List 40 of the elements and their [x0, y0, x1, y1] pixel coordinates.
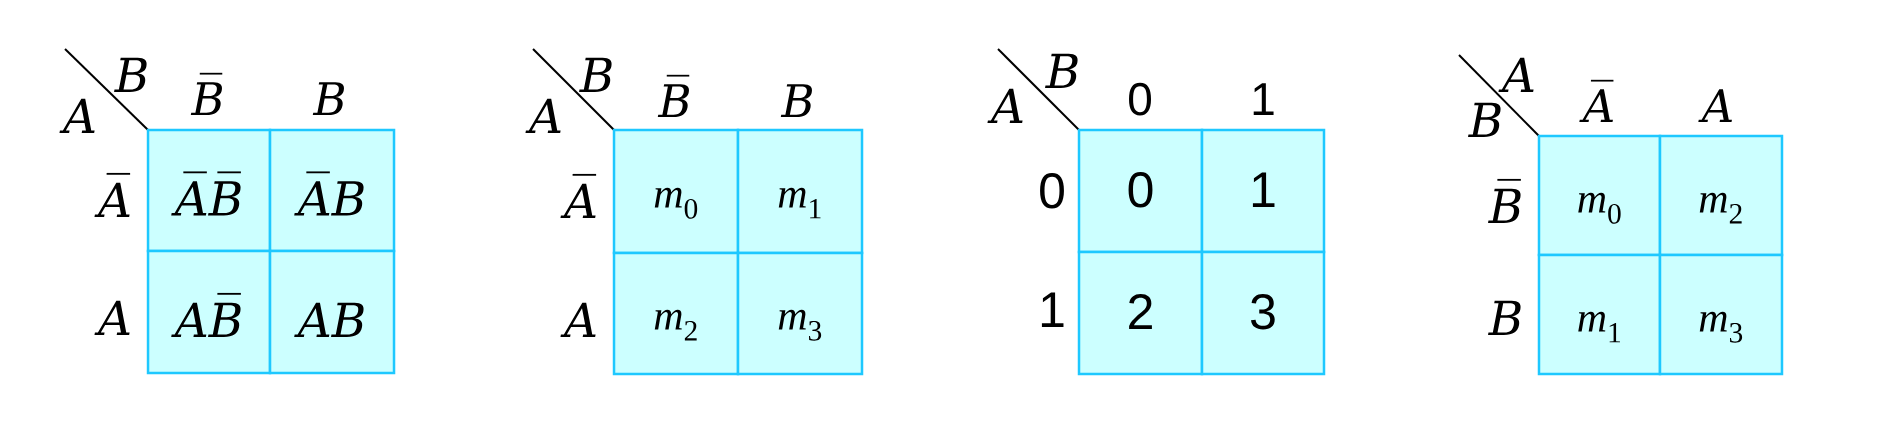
column-header: A	[1698, 89, 1732, 122]
row-header: A̅	[560, 173, 597, 218]
map-cell: m$_{0}$	[612, 128, 740, 255]
map-cell: AB	[268, 249, 396, 375]
column-header: B̅	[190, 72, 223, 115]
column-header: 0	[1129, 82, 1151, 116]
row-header: 1	[1041, 292, 1064, 327]
map-cell: m$_{0}$	[1537, 134, 1662, 257]
column-header: B	[780, 84, 812, 117]
column-header: A̅	[1579, 79, 1614, 122]
row-header: A̅	[94, 172, 131, 217]
map-cell: m$_{1}$	[1537, 253, 1662, 376]
map-cell: 1	[1200, 128, 1326, 254]
map-cell: 2	[1077, 250, 1204, 376]
column-header: 1	[1253, 83, 1274, 115]
variable-label: B	[1045, 53, 1078, 88]
row-header: B	[1488, 300, 1521, 335]
map-cell: AB̅	[146, 249, 272, 375]
variable-label: B	[114, 57, 147, 92]
row-header: A	[94, 300, 130, 335]
row-header: 0	[1040, 173, 1064, 209]
row-header: A	[560, 302, 596, 337]
map-cell: m$_{1}$	[736, 128, 864, 255]
map-cell: m$_{3}$	[736, 251, 864, 376]
variable-label: B	[1468, 102, 1501, 137]
row-header: B̅	[1488, 178, 1521, 223]
map-cell: m$_{2}$	[612, 251, 740, 376]
variable-label: B	[579, 57, 612, 92]
column-header: B	[312, 82, 344, 115]
column-header: B̅	[657, 74, 690, 117]
map-cell: 0	[1077, 128, 1204, 254]
map-cell: 3	[1200, 250, 1326, 376]
map-cell: m$_{2}$	[1658, 134, 1784, 257]
map-cell: A̅B	[268, 128, 396, 253]
map-cell: m$_{3}$	[1658, 253, 1784, 376]
variable-label: A	[987, 88, 1023, 123]
variable-label: A	[1498, 57, 1534, 92]
variable-label: A	[59, 98, 95, 133]
variable-label: A	[525, 98, 561, 133]
map-cell: A̅B̅	[146, 128, 272, 253]
